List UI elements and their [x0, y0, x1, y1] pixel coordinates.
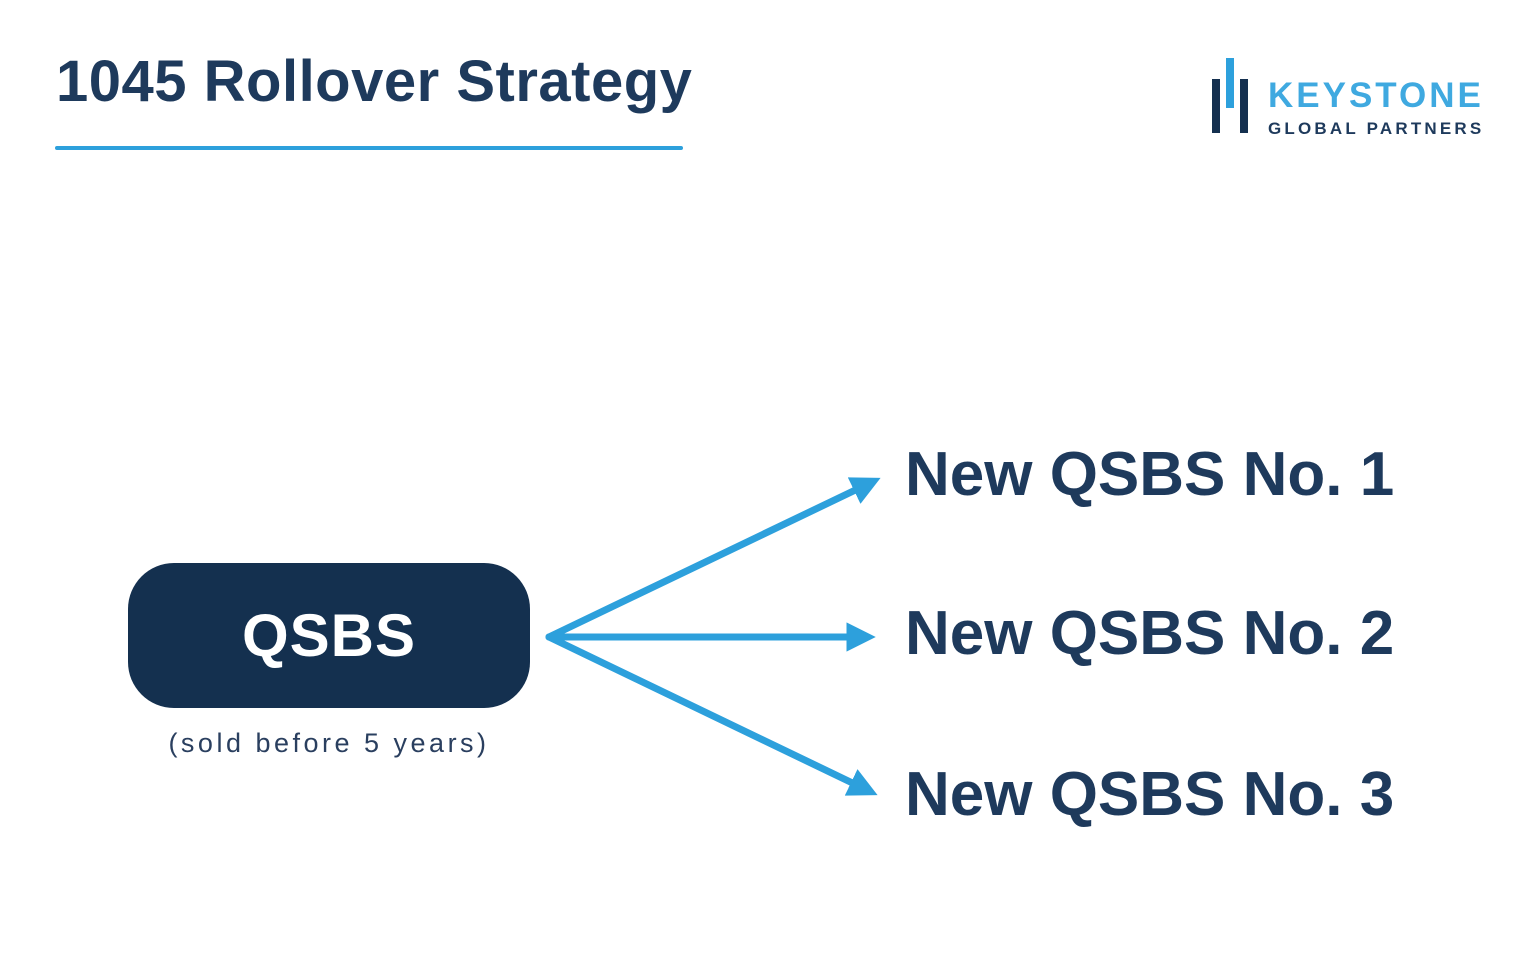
- qsbs-source-label: QSBS: [241, 602, 417, 669]
- qsbs-source-node: QSBS: [128, 563, 530, 708]
- keystone-logo: KEYSTONE GLOBAL PARTNERS: [1211, 56, 1484, 137]
- logo-bar-left: [1212, 79, 1220, 133]
- logo-text: KEYSTONE GLOBAL PARTNERS: [1268, 56, 1484, 137]
- logo-bar-middle: [1226, 58, 1234, 108]
- page-title: 1045 Rollover Strategy: [56, 49, 693, 114]
- qsbs-source-caption: (sold before 5 years): [168, 728, 490, 758]
- arrow-to-qsbs-1: [545, 477, 881, 641]
- keystone-bars-icon: [1211, 56, 1251, 136]
- target-label-new-qsbs-2: New QSBS No. 2: [905, 599, 1395, 668]
- title-underline: [55, 146, 683, 150]
- logo-company-subtitle: GLOBAL PARTNERS: [1268, 119, 1485, 138]
- logo-company-name: KEYSTONE: [1268, 76, 1484, 115]
- logo-bar-right: [1240, 79, 1248, 133]
- target-label-new-qsbs-1: New QSBS No. 1: [905, 440, 1395, 509]
- target-label-new-qsbs-3: New QSBS No. 3: [905, 760, 1395, 829]
- arrow-to-qsbs-3: [545, 633, 878, 796]
